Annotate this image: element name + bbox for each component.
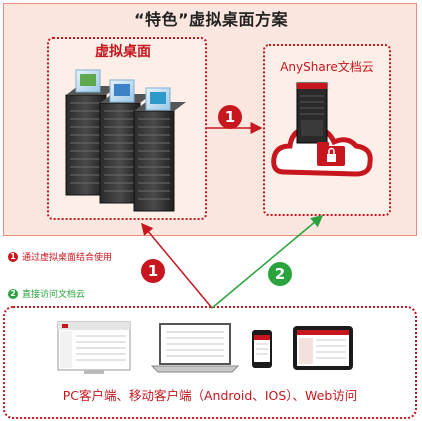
cloud-storage-icon [271, 82, 373, 177]
legend-text-1: 通过虚拟桌面结合使用 [22, 253, 113, 263]
legend-number-2: 2 [8, 288, 18, 299]
legend-number-1: 1 [8, 251, 18, 262]
legend-text-2: 直接访问文档云 [22, 290, 86, 300]
server-racks-icon [65, 69, 186, 212]
arrow-clients-to-cloud [211, 215, 324, 309]
arrow-clients-to-vdesk [141, 222, 213, 309]
server-tower-icon [296, 82, 328, 144]
phone-client-icon [252, 330, 272, 368]
tablet-client-icon [293, 326, 353, 370]
server-rack-icon [99, 94, 152, 204]
page-title: “特色”虚拟桌面方案 [133, 10, 289, 29]
virtual-desktop-cube-icon [145, 87, 171, 111]
virtual-desktop-cube-icon [109, 79, 135, 103]
pc-client-icon [57, 321, 131, 374]
cloud-label: AnyShare文档云 [280, 60, 374, 74]
clients-label: PC客户端、移动客户端（Android、IOS）、Web访问 [62, 388, 358, 403]
legend-item-1: 1 通过虚拟桌面结合使用 [8, 250, 112, 263]
server-rack-icon [133, 102, 186, 212]
legend-item-2: 2 直接访问文档云 [8, 287, 85, 300]
locked-folder-icon [317, 142, 345, 166]
step-2-badge: 2 [268, 262, 292, 286]
step-1-badge: 1 [218, 105, 242, 129]
step-1-badge: 1 [141, 259, 165, 283]
virtual-desktop-label: 虚拟桌面 [95, 44, 151, 60]
laptop-client-icon [150, 323, 240, 373]
virtual-desktop-cube-icon [75, 69, 101, 93]
